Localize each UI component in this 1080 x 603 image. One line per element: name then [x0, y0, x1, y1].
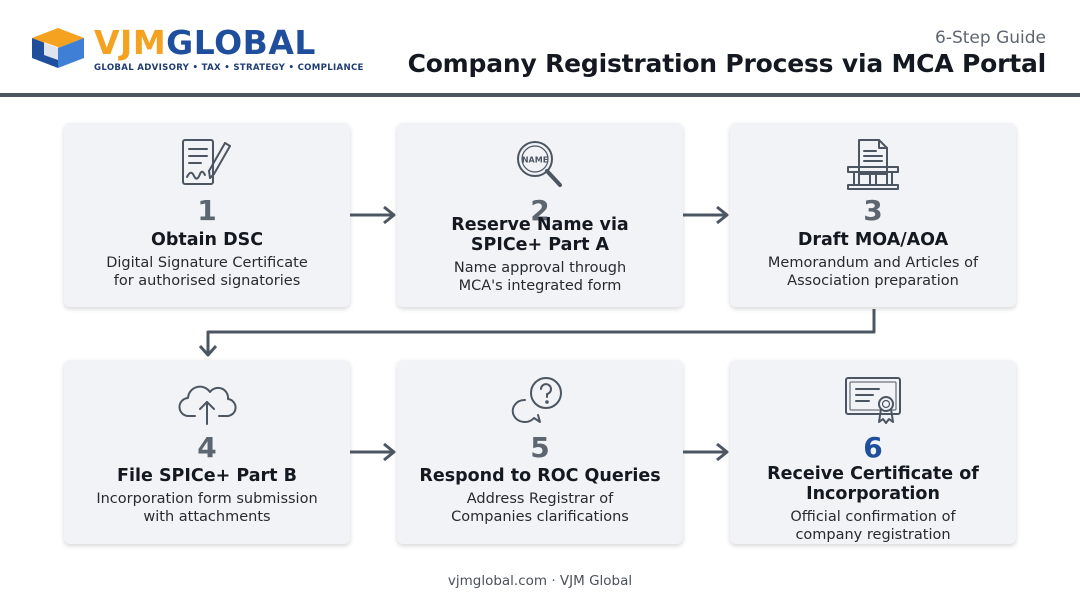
- step-title: Reserve Name via SPICe+ Part A: [451, 215, 629, 255]
- step-title: Respond to ROC Queries: [419, 466, 661, 486]
- arrow-step3-to-step4: [198, 309, 876, 357]
- step-title: Receive Certificate of Incorporation: [767, 464, 979, 504]
- step-card-6: 6 Receive Certificate of Incorporation O…: [730, 360, 1016, 544]
- arrow-step2-to-step3: [683, 205, 729, 225]
- brand-name-part2: GLOBAL: [166, 23, 316, 62]
- svg-text:NAME: NAME: [522, 156, 548, 165]
- step-card-1: 1 Obtain DSC Digital Signature Certifica…: [64, 123, 350, 307]
- brand-tagline: GLOBAL ADVISORY • TAX • STRATEGY • COMPL…: [94, 63, 364, 73]
- step-number: 3: [863, 194, 883, 227]
- arrow-step1-to-step2: [350, 205, 396, 225]
- step-description: Incorporation form submission with attac…: [96, 491, 318, 525]
- step-description: Name approval through MCA's integrated f…: [453, 260, 627, 294]
- header-divider: [0, 93, 1080, 97]
- step-description: Memorandum and Articles of Association p…: [767, 255, 979, 289]
- brand-logo: VJMGLOBAL GLOBAL ADVISORY • TAX • STRATE…: [30, 22, 363, 78]
- step-number: 2: [530, 194, 550, 227]
- step-number: 6: [863, 431, 883, 464]
- legal-document-pillars-icon: [730, 137, 1016, 193]
- step-card-5: 5 Respond to ROC Queries Address Registr…: [397, 360, 683, 544]
- brand-name-part1: VJM: [94, 23, 167, 62]
- guide-subtitle: 6-Step Guide: [935, 28, 1046, 48]
- step-description: Digital Signature Certificate for author…: [106, 255, 308, 289]
- brand-name: VJMGLOBAL: [94, 24, 316, 62]
- step-card-3: 3 Draft MOA/AOA Memorandum and Articles …: [730, 123, 1016, 307]
- logo-mark-icon: [32, 28, 84, 68]
- question-chat-icon: [397, 374, 683, 430]
- step-number: 1: [197, 194, 217, 227]
- step-number: 4: [197, 431, 217, 464]
- step-title: Obtain DSC: [150, 230, 264, 250]
- name-search-icon: NAME: [397, 137, 683, 193]
- page-title: Company Registration Process via MCA Por…: [407, 49, 1047, 78]
- arrow-step5-to-step6: [683, 442, 729, 462]
- step-description: Official confirmation of company registr…: [790, 509, 956, 543]
- step-number: 5: [530, 431, 550, 464]
- step-title: Draft MOA/AOA: [797, 230, 949, 250]
- signed-document-icon: [64, 137, 350, 193]
- step-description: Address Registrar of Companies clarifica…: [451, 491, 629, 525]
- certificate-icon: [730, 374, 1016, 430]
- arrow-step4-to-step5: [350, 442, 396, 462]
- step-title: File SPICe+ Part B: [117, 466, 297, 486]
- step-card-2: NAME 2 Reserve Name via SPICe+ Part A Na…: [397, 123, 683, 307]
- footer-credit: vjmglobal.com · VJM Global: [447, 573, 633, 589]
- cloud-upload-icon: [64, 374, 350, 430]
- step-card-4: 4 File SPICe+ Part B Incorporation form …: [64, 360, 350, 544]
